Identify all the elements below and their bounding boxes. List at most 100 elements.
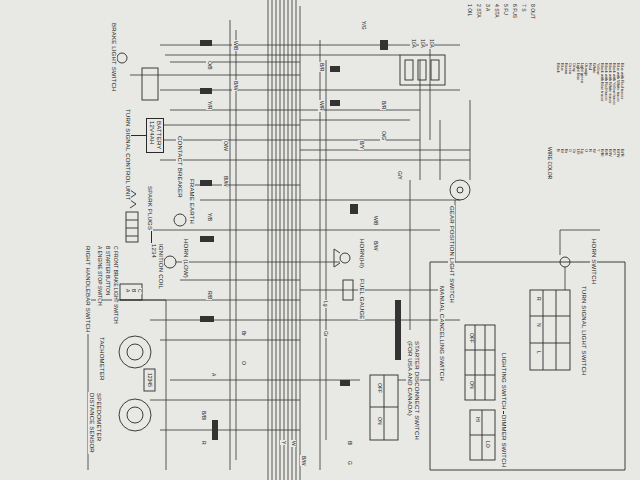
wire-label: OFF	[376, 382, 382, 394]
component-name: SPEEDOMETER	[95, 393, 102, 453]
wire-label: B/Y	[358, 140, 364, 150]
wire-label: 7 S	[520, 3, 526, 13]
wire-label: B STARTER BUTTON	[104, 245, 110, 296]
connector-blocks	[200, 40, 401, 440]
wire-label: B/W	[300, 455, 306, 466]
component-name: STARTER DISCONNECT SWITCH (FOR USA AND C…	[406, 341, 420, 441]
wire-label: B/W	[232, 80, 238, 91]
component-label: MANUAL CANCELLING SWITCH	[438, 285, 445, 382]
component-name: TURN SIGNAL LIGHT SWITCH	[580, 286, 587, 375]
component-name: HORN(HI)	[358, 239, 365, 268]
wire-label: A ENGINE STOP SWITCH	[96, 245, 102, 307]
wire-label: Gr	[322, 330, 328, 338]
wire-label: G	[346, 460, 352, 466]
wire-label: A	[124, 288, 130, 293]
wire-label: W/B	[372, 215, 378, 226]
component-label: HORN(HI)	[358, 238, 365, 269]
component-label: CONTACT BREAKER	[176, 135, 183, 199]
component-name: MANUAL CANCELLING SWITCH	[438, 286, 445, 381]
component-name: GEAR POSITION LIGHT SWITCH	[448, 206, 455, 303]
wire-label: Bl/W	[222, 175, 228, 188]
wire-label: WIRE COLOR	[546, 146, 552, 180]
wire-label: 2 STA	[475, 3, 481, 19]
component-label: SPEEDOMETERDISTANCE SENSOR	[88, 392, 102, 454]
component-name: DISTANCE SENSOR	[88, 393, 95, 453]
wire-label: R/B	[206, 290, 212, 300]
wire-label: Y/R	[206, 100, 212, 110]
component-name: HORN SWITCH	[590, 239, 597, 284]
component-name: LIGHTING SWITCH	[500, 353, 507, 410]
wire-label: O/B	[206, 60, 212, 71]
component-name: 12V4AH	[148, 121, 155, 150]
component-label: TURN SIGNAL LIGHT SWITCH	[580, 285, 587, 376]
component-name: DIMMER SWITCH	[500, 415, 507, 467]
component-name: SPARK PLUGS	[146, 186, 153, 230]
wire-color-key: Bl/R	[620, 148, 624, 158]
component-name: FUEL GAUGE	[358, 279, 365, 319]
component-label: SPARK PLUGS	[146, 185, 153, 231]
wire-label: G/Y	[396, 170, 402, 181]
wire-label: Y/B	[206, 212, 212, 222]
wire-label: W	[290, 440, 296, 447]
wire-label: B/R	[318, 62, 324, 72]
wire-label: 5 FU	[502, 3, 508, 16]
wire-label: C	[136, 288, 142, 294]
wire-label: 10A	[419, 38, 425, 49]
wire-label: Y	[280, 440, 286, 445]
wire-label: 10A	[410, 38, 416, 49]
wire-label: L	[535, 350, 541, 355]
wire-label: O/W	[222, 140, 228, 152]
wire-label: LO	[484, 440, 490, 449]
wire-label: Y/G	[360, 20, 366, 31]
component-name: TURN SIGNAL CONTROL UNIT	[124, 109, 131, 200]
wire-label: 6 FUS	[511, 3, 517, 19]
wire-label: B/W	[372, 240, 378, 251]
component-name: IGNITION COIL	[157, 244, 164, 289]
wire-label: Br	[240, 330, 246, 337]
wire-label: W/B	[232, 40, 238, 51]
wire-harness	[88, 0, 600, 480]
wire-connector	[131, 135, 146, 136]
component-name: CONTACT BREAKER	[176, 136, 183, 198]
component-name: RIGHT HANDLEBAR SWITCH	[84, 246, 91, 333]
wire-label: A	[210, 372, 216, 377]
component-symbols	[117, 53, 625, 470]
wire-label: OFF	[468, 332, 474, 344]
component-name: BRAKE LIGHT SWITCH	[110, 23, 117, 92]
wire-label: R	[535, 296, 541, 302]
component-label: DIMMER SWITCH	[500, 414, 507, 468]
component-label: FRAME EARTH	[188, 178, 195, 225]
component-label: BATTERY12V4AH	[146, 118, 164, 153]
component-label: FUEL GAUGE	[358, 278, 365, 320]
wire-label: R	[200, 440, 206, 446]
wire-label: Bl	[346, 440, 352, 446]
component-name: FRAME EARTH	[188, 179, 195, 224]
wire-label: HI	[474, 416, 480, 423]
component-name: HORN (LOW)	[182, 239, 189, 278]
wire-label: 10A	[428, 38, 434, 49]
component-label: STARTER DISCONNECT SWITCH (FOR USA AND C…	[406, 340, 420, 442]
wire-label: ON	[468, 380, 474, 390]
wire-label: O	[240, 360, 246, 366]
wire-label: B/Bl	[200, 410, 206, 421]
wire-label: W/R	[318, 100, 324, 112]
wire-label: 1 OIL	[466, 3, 472, 17]
wire-label: 8 OUT	[529, 3, 535, 20]
component-name: TACHOMETER	[98, 337, 105, 381]
wire-label: B/R	[380, 100, 386, 110]
component-label: HORN SWITCH	[590, 238, 597, 285]
component-label: BRAKE LIGHT SWITCH	[110, 22, 117, 93]
wire-label: C FRONT BRAKE LIGHT SWITCH	[112, 245, 118, 325]
wire-label: B	[130, 288, 136, 293]
wire-label: Lg	[322, 300, 328, 308]
component-label: RIGHT HANDLEBAR SWITCH	[84, 245, 91, 334]
wire-connector	[151, 231, 152, 243]
wire-label: 4 STA	[493, 3, 499, 19]
component-label: TURN SIGNAL CONTROL UNIT	[124, 108, 131, 201]
component-label: LIGHTING SWITCH	[500, 352, 507, 411]
component-label: HORN (LOW)	[182, 238, 189, 279]
component-name: 1234	[150, 244, 157, 289]
wire-label: N	[535, 322, 541, 328]
component-label: GEAR POSITION LIGHT SWITCH	[448, 205, 455, 304]
